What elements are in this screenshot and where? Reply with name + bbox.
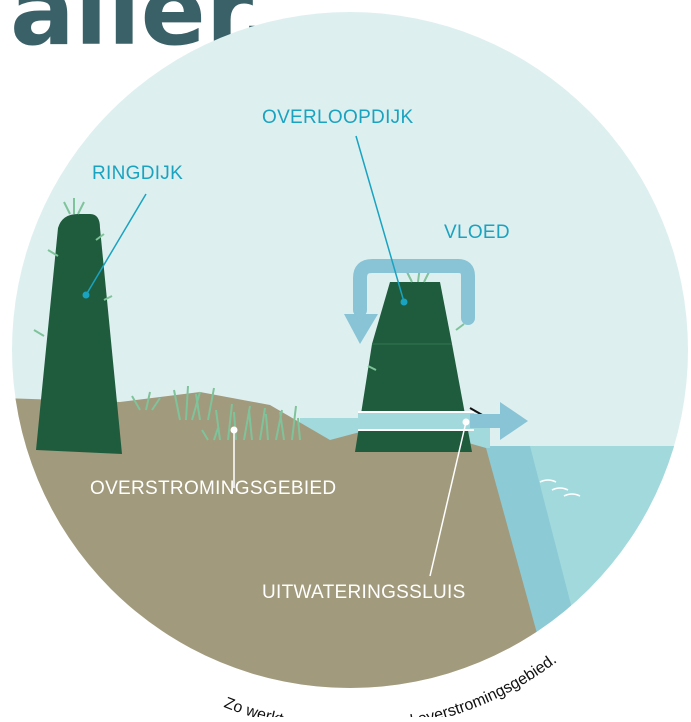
overflow-arrow-head [344,314,378,344]
ring-dike [36,214,122,454]
label-vloed: VLOED [444,222,510,243]
outflow-arrow [470,402,528,440]
overstromingsgebied-marker [230,426,238,434]
ringdijk-leader [85,193,147,296]
overloopdijk-leader [355,135,405,303]
uitwateringssluis-leader [429,421,467,577]
label-overstromingsgebied: OVERSTROMINGSGEBIED [90,478,336,499]
uitwateringssluis-marker [462,418,470,426]
label-ringdijk: RINGDIJK [92,163,183,184]
wave-marks [539,479,581,497]
ringdijk-marker [82,291,90,299]
grass-tufts [131,385,301,441]
overflow-arrow-body [353,259,475,325]
label-overloopdijk: OVERLOOPDIJK [262,107,413,128]
ring-dike-grass [33,198,113,337]
sluice-pipe [358,412,474,430]
overflow-dike [355,282,472,452]
overloopdijk-marker [400,298,408,306]
label-uitwateringssluis: UITWATERINGSSLUIS [262,582,466,603]
